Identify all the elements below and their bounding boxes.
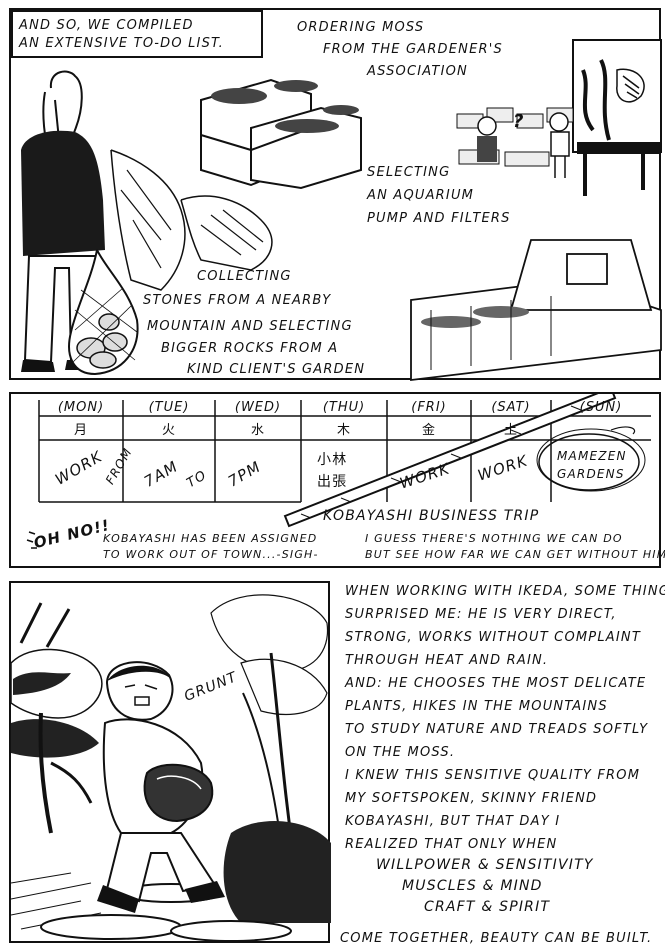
narrative-line-12: REALIZED THAT ONLY WHEN [345, 837, 558, 852]
schedule-grid [26, 394, 651, 549]
thu-name-2: 出張 [317, 474, 348, 490]
stones-line-1: COLLECTING [197, 269, 292, 284]
note-left-1: KOBAYASHI HAS BEEN ASSIGNED [103, 532, 318, 545]
day-tue-jp: 火 [161, 423, 176, 438]
day-sat-jp: 土 [503, 423, 518, 438]
day-fri-en: (FRI) [411, 400, 447, 415]
pump-line-2: AN AQUARIUM [367, 188, 475, 203]
moss-line-2: FROM THE GARDENER'S [323, 42, 503, 57]
stones-line-4: BIGGER ROCKS FROM A [161, 341, 339, 356]
ikeda-lifting-stone [11, 594, 331, 942]
day-tue-en: (TUE) [148, 400, 190, 415]
pump-line-1: SELECTING [367, 165, 451, 180]
question-mark: ? [513, 111, 525, 132]
narrative-line-10: MY SOFTSPOKEN, SKINNY FRIEND [345, 791, 598, 806]
stones-line-5: KIND CLIENT'S GARDEN [187, 362, 366, 377]
sun-line-1: MAMEZEN [557, 449, 627, 463]
value-line-2: MUSCLES & MIND [402, 878, 543, 894]
caption-line-1: AND SO, WE COMPILED [19, 18, 194, 33]
day-fri-jp: 金 [421, 423, 436, 438]
narrative-line-4: THROUGH HEAT AND RAIN. [345, 653, 549, 668]
narrative-line-3: STRONG, WORKS WITHOUT COMPLAINT [345, 630, 641, 645]
panel-todo-list: AND SO, WE COMPILED AN EXTENSIVE TO-DO L… [9, 8, 662, 382]
note-right-2: BUT SEE HOW FAR WE CAN GET WITHOUT HIM. [365, 548, 665, 561]
day-sat-en: (SAT) [491, 400, 531, 415]
note-right-1: I GUESS THERE'S NOTHING WE CAN DO [365, 532, 623, 545]
stones-line-2: STONES FROM A NEARBY [143, 293, 332, 308]
narrative-line-8: ON THE MOSS. [345, 745, 456, 760]
panel-ikeda-illustration: GRUNT [9, 581, 331, 943]
narrative-line-5: AND: HE CHOOSES THE MOST DELICATE [345, 676, 647, 691]
trip-label: KOBAYASHI BUSINESS TRIP [323, 508, 540, 524]
day-wed-en: (WED) [234, 400, 282, 415]
value-line-1: WILLPOWER & SENSITIVITY [376, 857, 594, 873]
sun-line-2: GARDENS [557, 467, 625, 481]
day-thu-jp: 木 [336, 423, 351, 438]
caption-box [11, 10, 263, 58]
narrative-line-9: I KNEW THIS SENSITIVE QUALITY FROM [345, 768, 641, 783]
day-thu-en: (THU) [322, 400, 366, 415]
day-mon-en: (MON) [57, 400, 105, 415]
narrative-line-6: PLANTS, HIKES IN THE MOUNTAINS [345, 699, 608, 714]
narrative-line-11: KOBAYASHI, BUT THAT DAY I [345, 814, 561, 829]
caption-line-2: AN EXTENSIVE TO-DO LIST. [19, 36, 224, 51]
moss-line-1: ORDERING MOSS [297, 20, 425, 35]
day-wed-jp: 水 [250, 423, 265, 438]
narrative-line-2: SURPRISED ME: HE IS VERY DIRECT, [345, 607, 617, 622]
moss-line-3: ASSOCIATION [367, 64, 468, 79]
note-left-2: TO WORK OUT OF TOWN...-SIGH- [103, 548, 319, 561]
stones-line-3: MOUNTAIN AND SELECTING [147, 319, 353, 334]
panel1-illustration [21, 39, 662, 382]
value-line-3: CRAFT & SPIRIT [424, 899, 551, 915]
day-sun-en: (SUN) [579, 400, 623, 415]
day-mon-jp: 月 [73, 423, 88, 438]
pump-line-3: PUMP AND FILTERS [367, 211, 511, 226]
narrative-line-1: WHEN WORKING WITH IKEDA, SOME THING [345, 584, 665, 599]
narrative-line-7: TO STUDY NATURE AND TREADS SOFTLY [345, 722, 649, 737]
panel-schedule: (MON) (TUE) (WED) (THU) (FRI) (SAT) (SUN… [9, 392, 665, 568]
closing-line: COME TOGETHER, BEAUTY CAN BE BUILT. [340, 931, 653, 946]
thu-name-1: 小林 [317, 452, 348, 468]
